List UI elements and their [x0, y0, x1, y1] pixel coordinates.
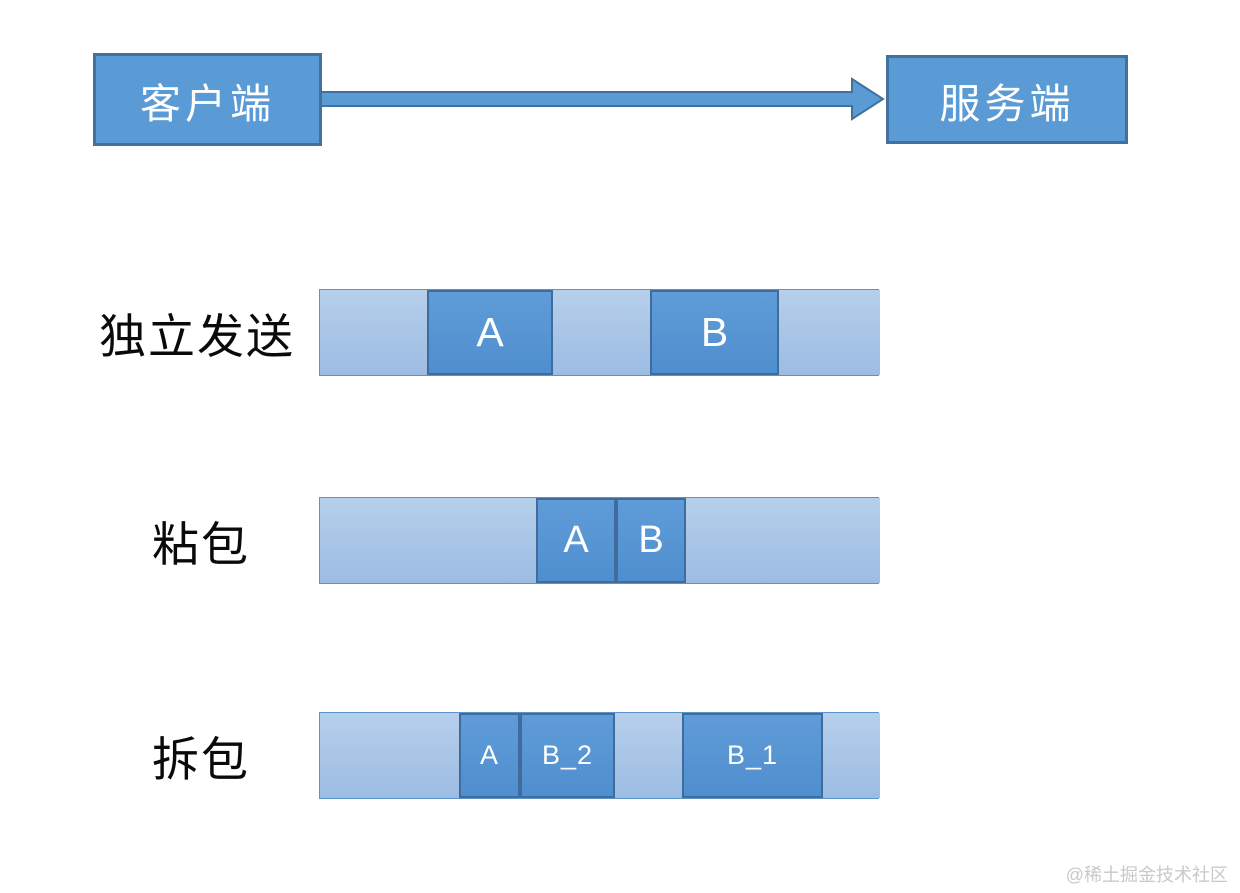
server-box: 服务端 — [886, 55, 1128, 144]
server-label: 服务端 — [939, 80, 1075, 127]
buffer-space — [320, 713, 459, 798]
packet-segment-B: B — [616, 498, 686, 583]
packet-segment-A: A — [536, 498, 616, 583]
buffer-space — [320, 290, 427, 375]
row-label-sticky-packet: 粘包 — [152, 520, 250, 572]
buffer-space — [686, 498, 880, 583]
buffer-space — [823, 713, 880, 798]
buffer-space — [320, 498, 536, 583]
buffer-space — [779, 290, 880, 375]
client-label: 客户端 — [140, 80, 275, 127]
packet-segment-B: B — [650, 290, 779, 375]
packet-segment-B_2: B_2 — [520, 713, 615, 798]
row-label-independent-send: 独立发送 — [99, 312, 295, 364]
row-label-split-packet: 拆包 — [152, 735, 250, 787]
packet-segment-B_1: B_1 — [682, 713, 823, 798]
client-box: 客户端 — [93, 53, 322, 146]
packet-segment-A: A — [459, 713, 520, 798]
client-to-server-arrow-icon — [320, 77, 885, 121]
buffer-space — [615, 713, 682, 798]
buffer-space — [553, 290, 650, 375]
packet-segment-A: A — [427, 290, 553, 375]
watermark: @稀土掘金技术社区 — [1065, 865, 1228, 885]
